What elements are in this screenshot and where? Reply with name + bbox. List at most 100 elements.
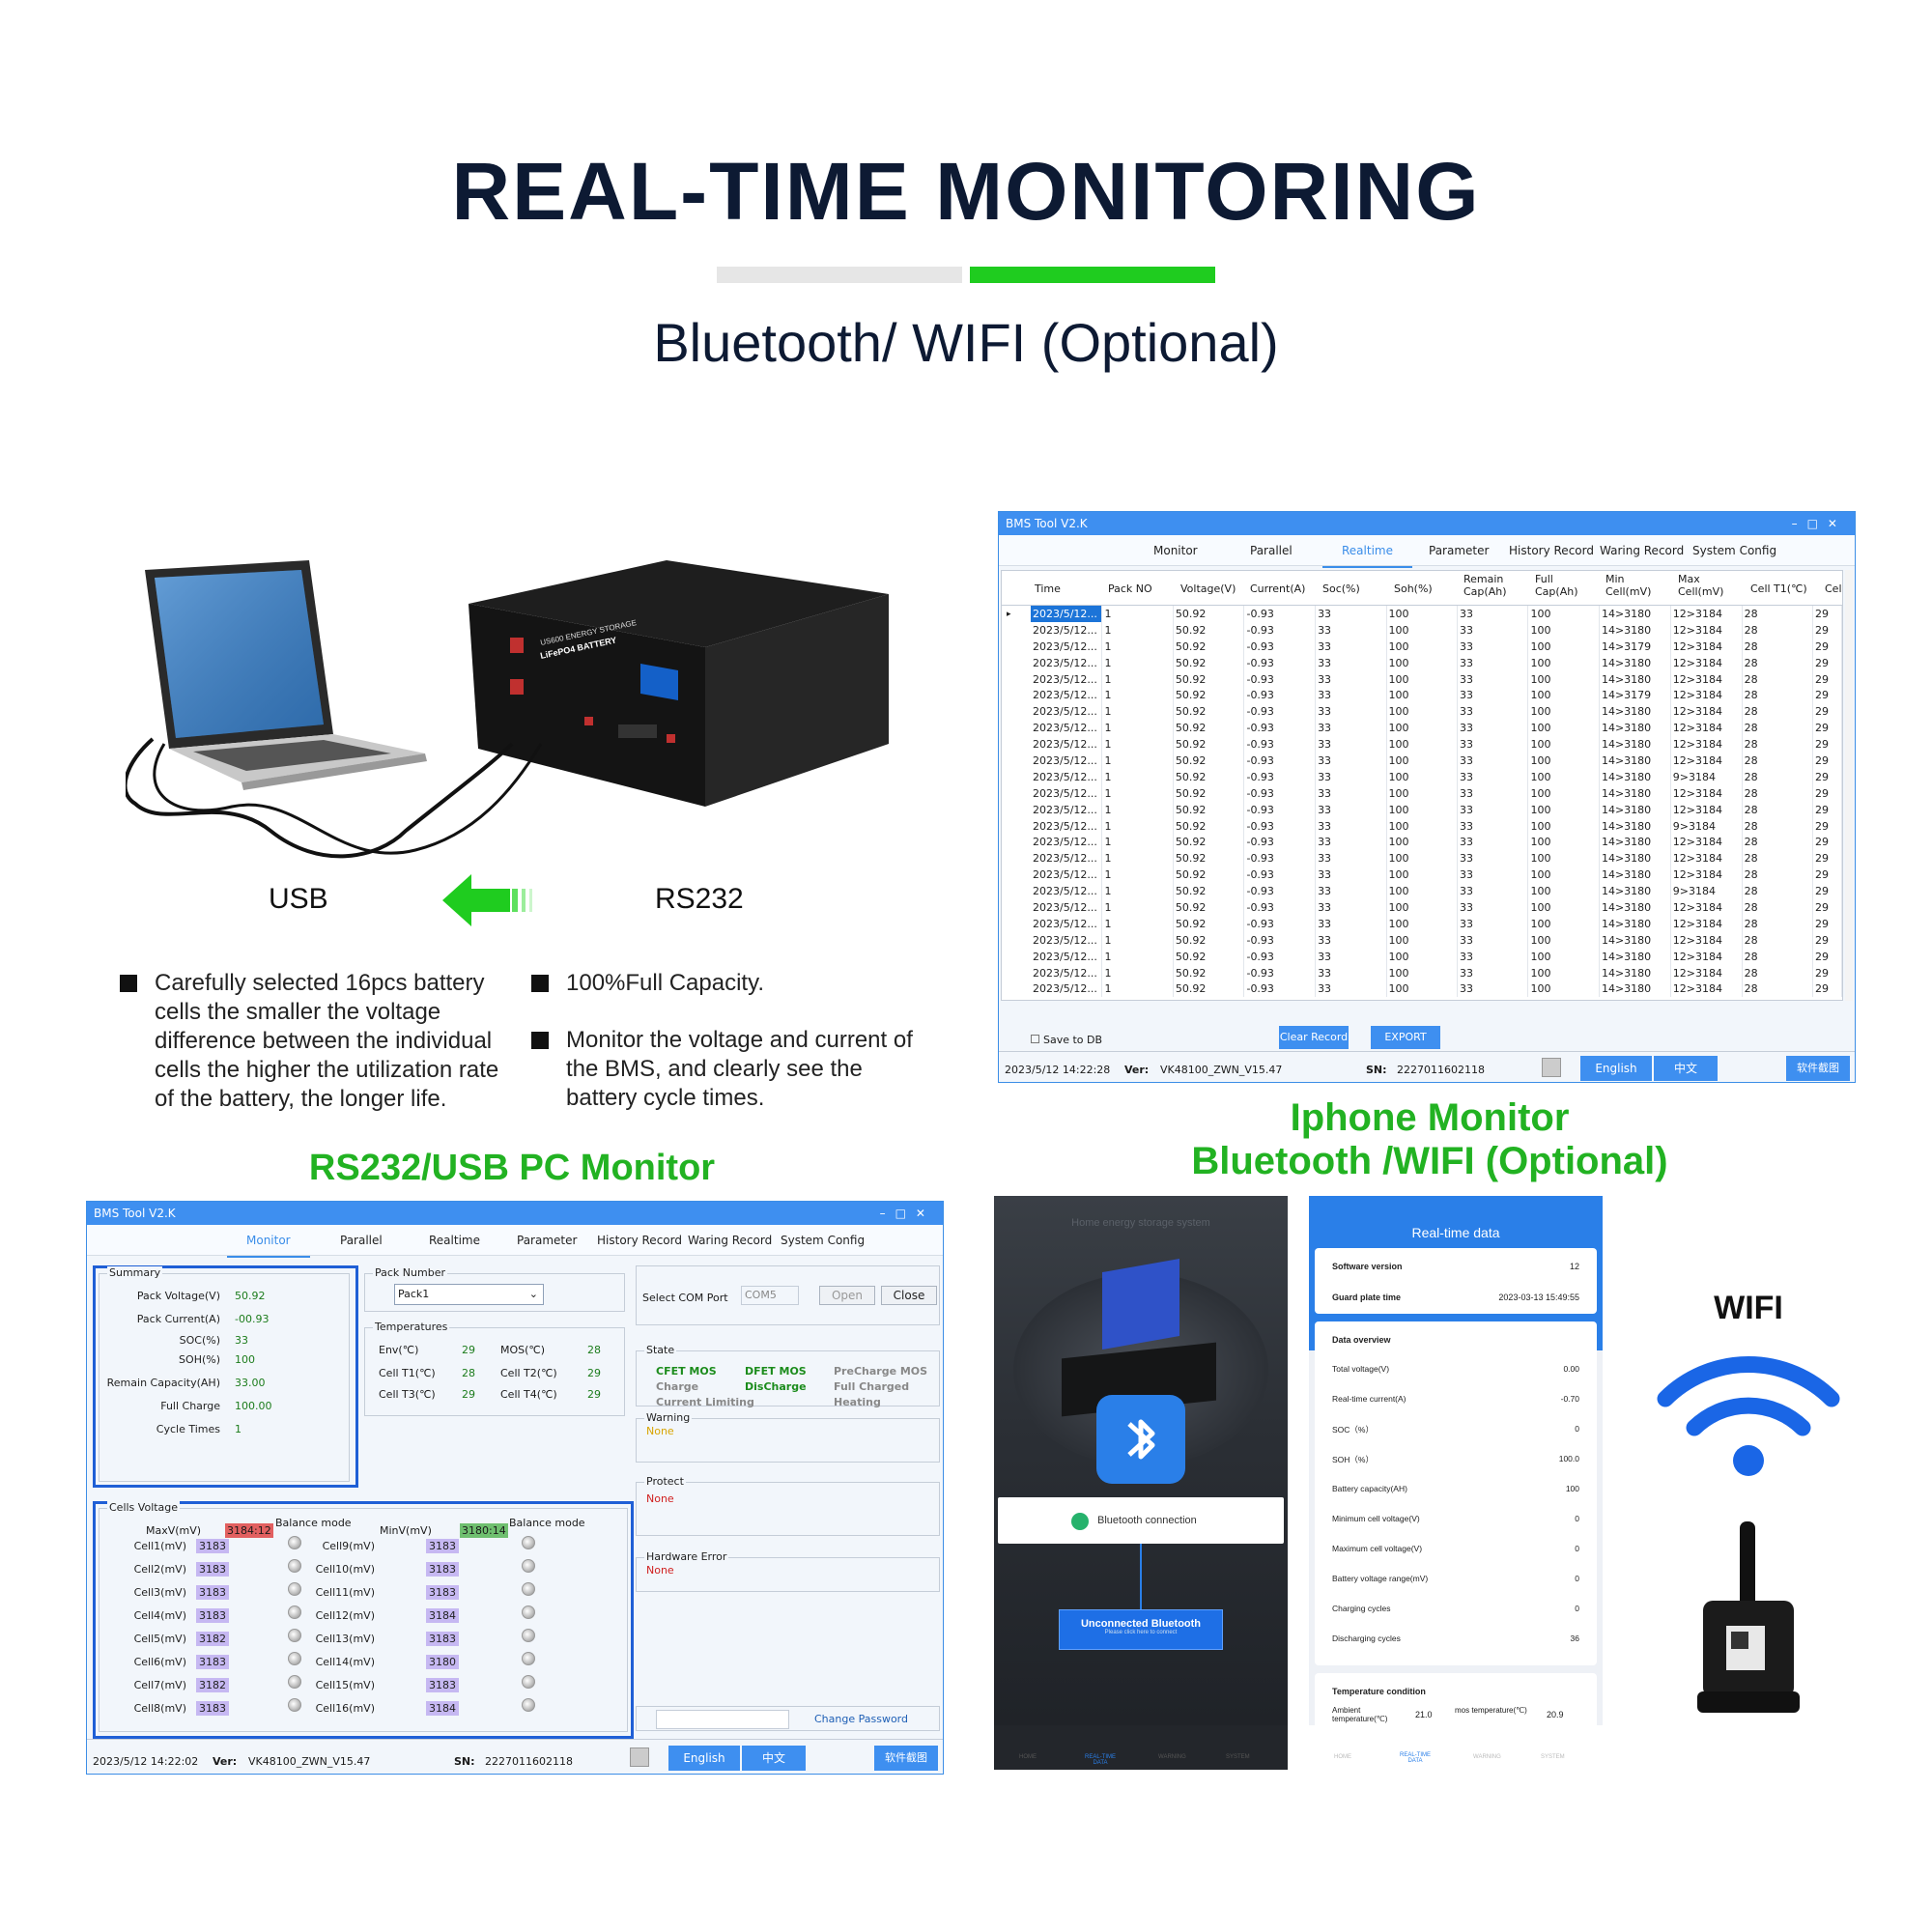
table-cell: 1	[1101, 850, 1174, 867]
tab-system-config[interactable]: System Config	[1692, 544, 1777, 557]
temperatures-legend: Temperatures	[373, 1321, 450, 1333]
table-cell: 1	[1101, 883, 1174, 900]
english-button[interactable]: English	[668, 1746, 740, 1771]
tab-waring-record[interactable]: Waring Record	[688, 1234, 773, 1247]
close-button[interactable]: Close	[881, 1286, 937, 1305]
tab-monitor[interactable]: Monitor	[1153, 544, 1198, 557]
tab-parameter[interactable]: Parameter	[1429, 544, 1490, 557]
com-port-select[interactable]: COM5	[741, 1286, 799, 1305]
nav-warning[interactable]: WARNING	[1473, 1754, 1501, 1760]
table-cell: 100	[1527, 850, 1600, 867]
password-input[interactable]	[656, 1710, 789, 1729]
table-cell: 50.92	[1173, 867, 1245, 884]
save-to-db-checkbox[interactable]: Save to DB	[1031, 1034, 1102, 1046]
realtime-table[interactable]: Time Pack NO Voltage(V) Current(A) Soc(%…	[1001, 570, 1843, 1001]
nav-home[interactable]: HOME	[1019, 1754, 1037, 1760]
stop-icon[interactable]	[630, 1747, 649, 1767]
table-cell: 100	[1527, 768, 1600, 785]
col-current: Current(A)	[1250, 582, 1306, 595]
table-cell: 50.92	[1173, 670, 1245, 688]
table-cell: 33	[1315, 720, 1387, 737]
window-controls[interactable]: –□✕	[879, 1207, 935, 1220]
heating-state: Heating	[834, 1396, 881, 1408]
tab-history-record[interactable]: History Record	[597, 1234, 682, 1247]
clear-record-button[interactable]: Clear Record	[1279, 1026, 1349, 1049]
bluetooth-icon[interactable]	[1096, 1395, 1185, 1484]
table-cell: 12>3184	[1670, 720, 1743, 737]
table-cell: 29	[1812, 915, 1842, 932]
tab-parameter[interactable]: Parameter	[517, 1234, 578, 1247]
english-button[interactable]: English	[1580, 1056, 1652, 1081]
nav-warning[interactable]: WARNING	[1158, 1754, 1186, 1760]
tab-realtime[interactable]: Realtime	[429, 1234, 480, 1247]
open-button[interactable]: Open	[819, 1286, 875, 1305]
table-cell: 14>3180	[1599, 817, 1671, 835]
tab-monitor[interactable]: Monitor	[227, 1234, 310, 1258]
table-cell: 100	[1386, 948, 1459, 965]
nav-home[interactable]: HOME	[1334, 1754, 1351, 1760]
table-cell: 29	[1812, 784, 1842, 802]
chinese-button[interactable]: 中文	[1654, 1056, 1718, 1081]
table-scrollbar[interactable]	[1845, 570, 1853, 1001]
nav-system[interactable]: SYSTEM	[1226, 1754, 1250, 1760]
table-cell: 2023/5/12...	[1031, 980, 1103, 998]
tab-realtime[interactable]: Realtime	[1322, 544, 1412, 568]
export-button[interactable]: EXPORT	[1371, 1026, 1440, 1049]
table-cell: 50.92	[1173, 687, 1245, 704]
tab-parallel[interactable]: Parallel	[340, 1234, 383, 1247]
cell-label: Cell3(mV)	[133, 1586, 186, 1599]
chinese-button[interactable]: 中文	[742, 1746, 806, 1771]
change-password-link[interactable]: Change Password	[814, 1713, 908, 1725]
nav-system[interactable]: SYSTEM	[1541, 1754, 1565, 1760]
col-time: Time	[1035, 582, 1061, 595]
table-cell: 50.92	[1173, 654, 1245, 671]
nav-realtime[interactable]: REAL-TIME DATA	[1084, 1754, 1116, 1766]
cell-label: Cell13(mV)	[315, 1633, 375, 1645]
overview-value: 0	[1575, 1544, 1579, 1553]
unconnected-bluetooth-button[interactable]: Unconnected Bluetooth Please click here …	[1059, 1609, 1223, 1650]
bluetooth-connection-bar[interactable]: Bluetooth connection	[998, 1497, 1284, 1544]
table-cell: 29	[1812, 736, 1842, 753]
tab-history-record[interactable]: History Record	[1509, 544, 1594, 557]
table-cell: -0.93	[1243, 606, 1317, 622]
screenshot-button[interactable]: 软件截图	[1786, 1056, 1850, 1081]
screenshot-button[interactable]: 软件截图	[874, 1746, 938, 1771]
window-controls[interactable]: –□✕	[1791, 517, 1847, 530]
nav-realtime[interactable]: REAL-TIME DATA	[1399, 1752, 1431, 1764]
balance-led-icon	[522, 1536, 535, 1549]
table-cell: 2023/5/12...	[1031, 638, 1103, 655]
table-cell: 12>3184	[1670, 948, 1743, 965]
stop-icon[interactable]	[1542, 1058, 1561, 1077]
pack-select[interactable]: Pack1 ⌄	[394, 1284, 544, 1305]
table-cell: 33	[1457, 867, 1529, 884]
tab-parallel[interactable]: Parallel	[1250, 544, 1293, 557]
table-cell: 33	[1315, 948, 1387, 965]
tab-system-config[interactable]: System Config	[781, 1234, 866, 1247]
tab-waring-record[interactable]: Waring Record	[1600, 544, 1685, 557]
table-cell: 28	[1742, 784, 1814, 802]
